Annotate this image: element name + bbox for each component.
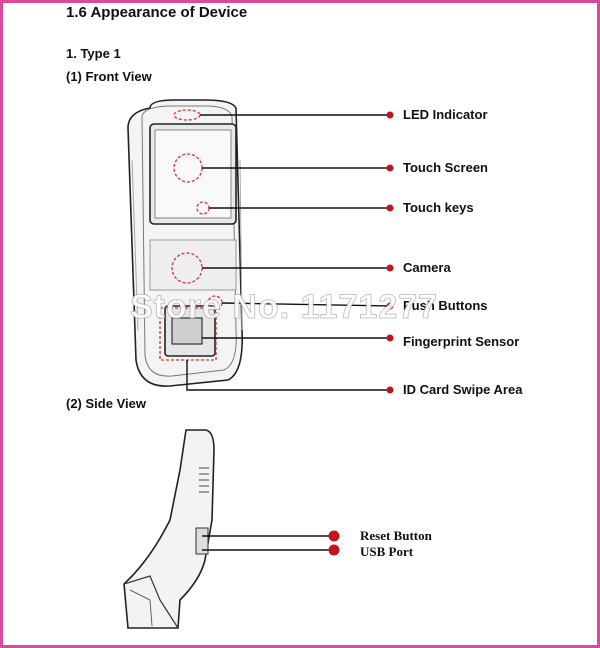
label-id-card-swipe-area: ID Card Swipe Area: [403, 382, 523, 397]
touch-screen-marker: [173, 153, 203, 183]
label-reset-button: Reset Button: [360, 528, 432, 543]
side-view-heading: (2) Side View: [66, 396, 146, 411]
fingerprint-dot: [386, 334, 394, 342]
label-touch-screen: Touch Screen: [403, 160, 489, 175]
camera-marker: [171, 252, 203, 284]
id-card-dot: [386, 386, 394, 394]
usb-dot: [328, 544, 340, 556]
label-push-buttons: Push Buttons: [403, 298, 488, 313]
led-marker: [173, 109, 201, 121]
camera-dot: [386, 264, 394, 272]
front-view-heading: (1) Front View: [66, 69, 152, 84]
store-watermark: Store No. 1171277: [129, 288, 439, 327]
push-buttons-leader: [221, 302, 391, 307]
reset-dot: [328, 530, 340, 542]
touch-keys-marker: [196, 201, 210, 215]
type-heading: 1. Type 1: [66, 46, 121, 61]
touch-screen-dot: [386, 164, 394, 172]
label-fingerprint-sensor: Fingerprint Sensor: [403, 334, 520, 349]
label-usb-port: USB Port: [360, 544, 414, 559]
label-touch-keys: Touch keys: [403, 200, 474, 215]
fingerprint-marker: [159, 307, 217, 361]
touch-keys-dot: [386, 204, 394, 212]
section-title: 1.6 Appearance of Device: [66, 4, 248, 21]
push-buttons-dot: [386, 302, 394, 310]
label-led-indicator: LED Indicator: [403, 107, 488, 122]
label-camera: Camera: [403, 260, 451, 275]
id-card-leader: [186, 360, 390, 391]
led-dot: [386, 111, 394, 119]
